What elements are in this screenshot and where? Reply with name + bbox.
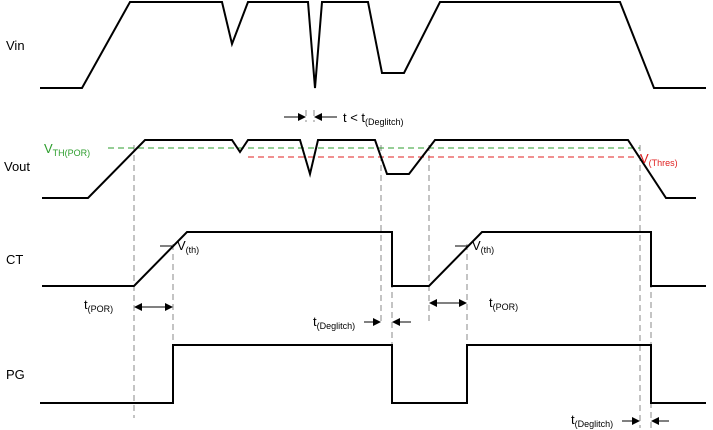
glitch-main: t < t xyxy=(343,110,365,125)
vth-por-sub: TH(POR) xyxy=(53,148,91,158)
v-thres-main: V xyxy=(640,151,649,166)
vth-2-main: V xyxy=(472,238,481,253)
ct-label: CT xyxy=(6,252,23,267)
tpor-2-main: t xyxy=(489,295,493,310)
vth-2-sub: (th) xyxy=(481,245,495,255)
tdeglitch-1-sub: (Deglitch) xyxy=(317,321,356,331)
vth-1-main: V xyxy=(177,238,186,253)
pg-waveform xyxy=(40,344,706,404)
vin-waveform xyxy=(40,0,706,89)
tpor-dimension-2: t(POR) xyxy=(429,295,518,312)
pg-label: PG xyxy=(6,367,25,382)
vout-label: Vout xyxy=(4,159,30,174)
vth-pointer-2: V(th) xyxy=(455,238,494,255)
v-thres-label: V(Thres) xyxy=(640,151,678,168)
glitch-label: t < t(Deglitch) xyxy=(343,110,404,127)
tdeglitch-dimension-1: t(Deglitch) xyxy=(313,314,411,331)
vout-waveform xyxy=(42,139,696,199)
tpor-2-label: t(POR) xyxy=(489,295,518,312)
tpor-1-main: t xyxy=(84,297,88,312)
tdeglitch-2-label: t(Deglitch) xyxy=(571,412,613,429)
tpor-dimension-1: t(POR) xyxy=(84,297,173,314)
vth-pointer-1: V(th) xyxy=(160,238,199,255)
ct-waveform xyxy=(42,231,706,287)
tpor-2-sub: (POR) xyxy=(493,302,519,312)
tdeglitch-2-main: t xyxy=(571,412,575,427)
vth-por-main: V xyxy=(44,141,53,156)
tdeglitch-dimension-2: t(Deglitch) xyxy=(571,412,669,429)
glitch-sub: (Deglitch) xyxy=(365,117,404,127)
tdeglitch-1-label: t(Deglitch) xyxy=(313,314,355,331)
vth-2-label: V(th) xyxy=(472,238,494,255)
glitch-dimension: t < t(Deglitch) xyxy=(284,110,404,127)
tpor-1-label: t(POR) xyxy=(84,297,113,314)
tdeglitch-1-main: t xyxy=(313,314,317,329)
tdeglitch-2-sub: (Deglitch) xyxy=(575,419,614,429)
vin-label: Vin xyxy=(6,38,25,53)
vth-1-label: V(th) xyxy=(177,238,199,255)
vth-por-label: VTH(POR) xyxy=(44,141,90,158)
vth-1-sub: (th) xyxy=(186,245,200,255)
tpor-1-sub: (POR) xyxy=(88,304,114,314)
v-thres-sub: (Thres) xyxy=(649,158,678,168)
